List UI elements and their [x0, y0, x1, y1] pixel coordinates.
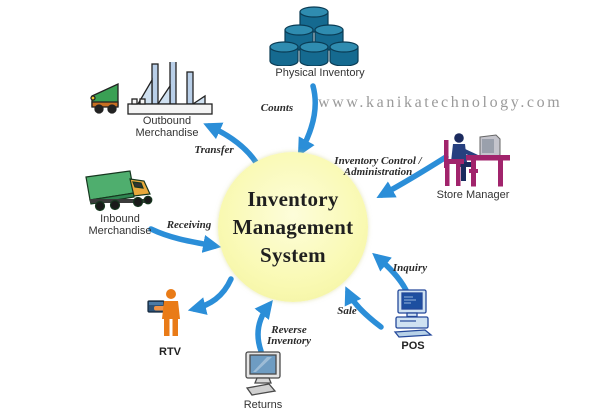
flow-label-counts: Counts: [260, 102, 294, 114]
node-label-pos: POS: [401, 340, 425, 352]
truck-icon: [85, 170, 153, 212]
flow-label-transfer: Transfer: [194, 144, 234, 156]
node-label-returns: Returns: [243, 399, 283, 411]
cylinder-stack-icon: [269, 6, 359, 66]
arrow-rtv: [187, 276, 234, 315]
person-at-desk-icon: [444, 133, 510, 187]
flow-label-inquiry: Inquiry: [392, 262, 428, 274]
factory-truck-icon: [90, 62, 213, 115]
node-label-inbound-merchandise: Inbound Merchandise: [88, 213, 152, 237]
node-label-rtv: RTV: [159, 346, 181, 358]
watermark: www.kanikatechnology.com: [318, 94, 563, 111]
arrow-counts: [297, 83, 318, 157]
node-label-outbound-merchandise: Outbound Merchandise: [135, 115, 199, 139]
flow-label-receiving: Receiving: [166, 219, 212, 231]
node-label-physical-inventory: Physical Inventory: [275, 67, 365, 79]
pos-computer-icon: [393, 289, 433, 338]
flow-label-sale: Sale: [337, 305, 357, 317]
arrow-receiving: [148, 226, 222, 253]
monitor-icon: [245, 351, 281, 396]
flow-label-reverse-inventory: Reverse Inventory: [267, 324, 311, 347]
node-label-store-manager: Store Manager: [436, 189, 510, 201]
center-title: Inventory Management System: [232, 187, 354, 267]
person-returning-item-icon: [147, 289, 180, 336]
flow-label-inventory-control: Inventory Control / Administration: [334, 155, 422, 178]
center-node-inventory-management-system: Inventory Management System: [218, 152, 368, 302]
